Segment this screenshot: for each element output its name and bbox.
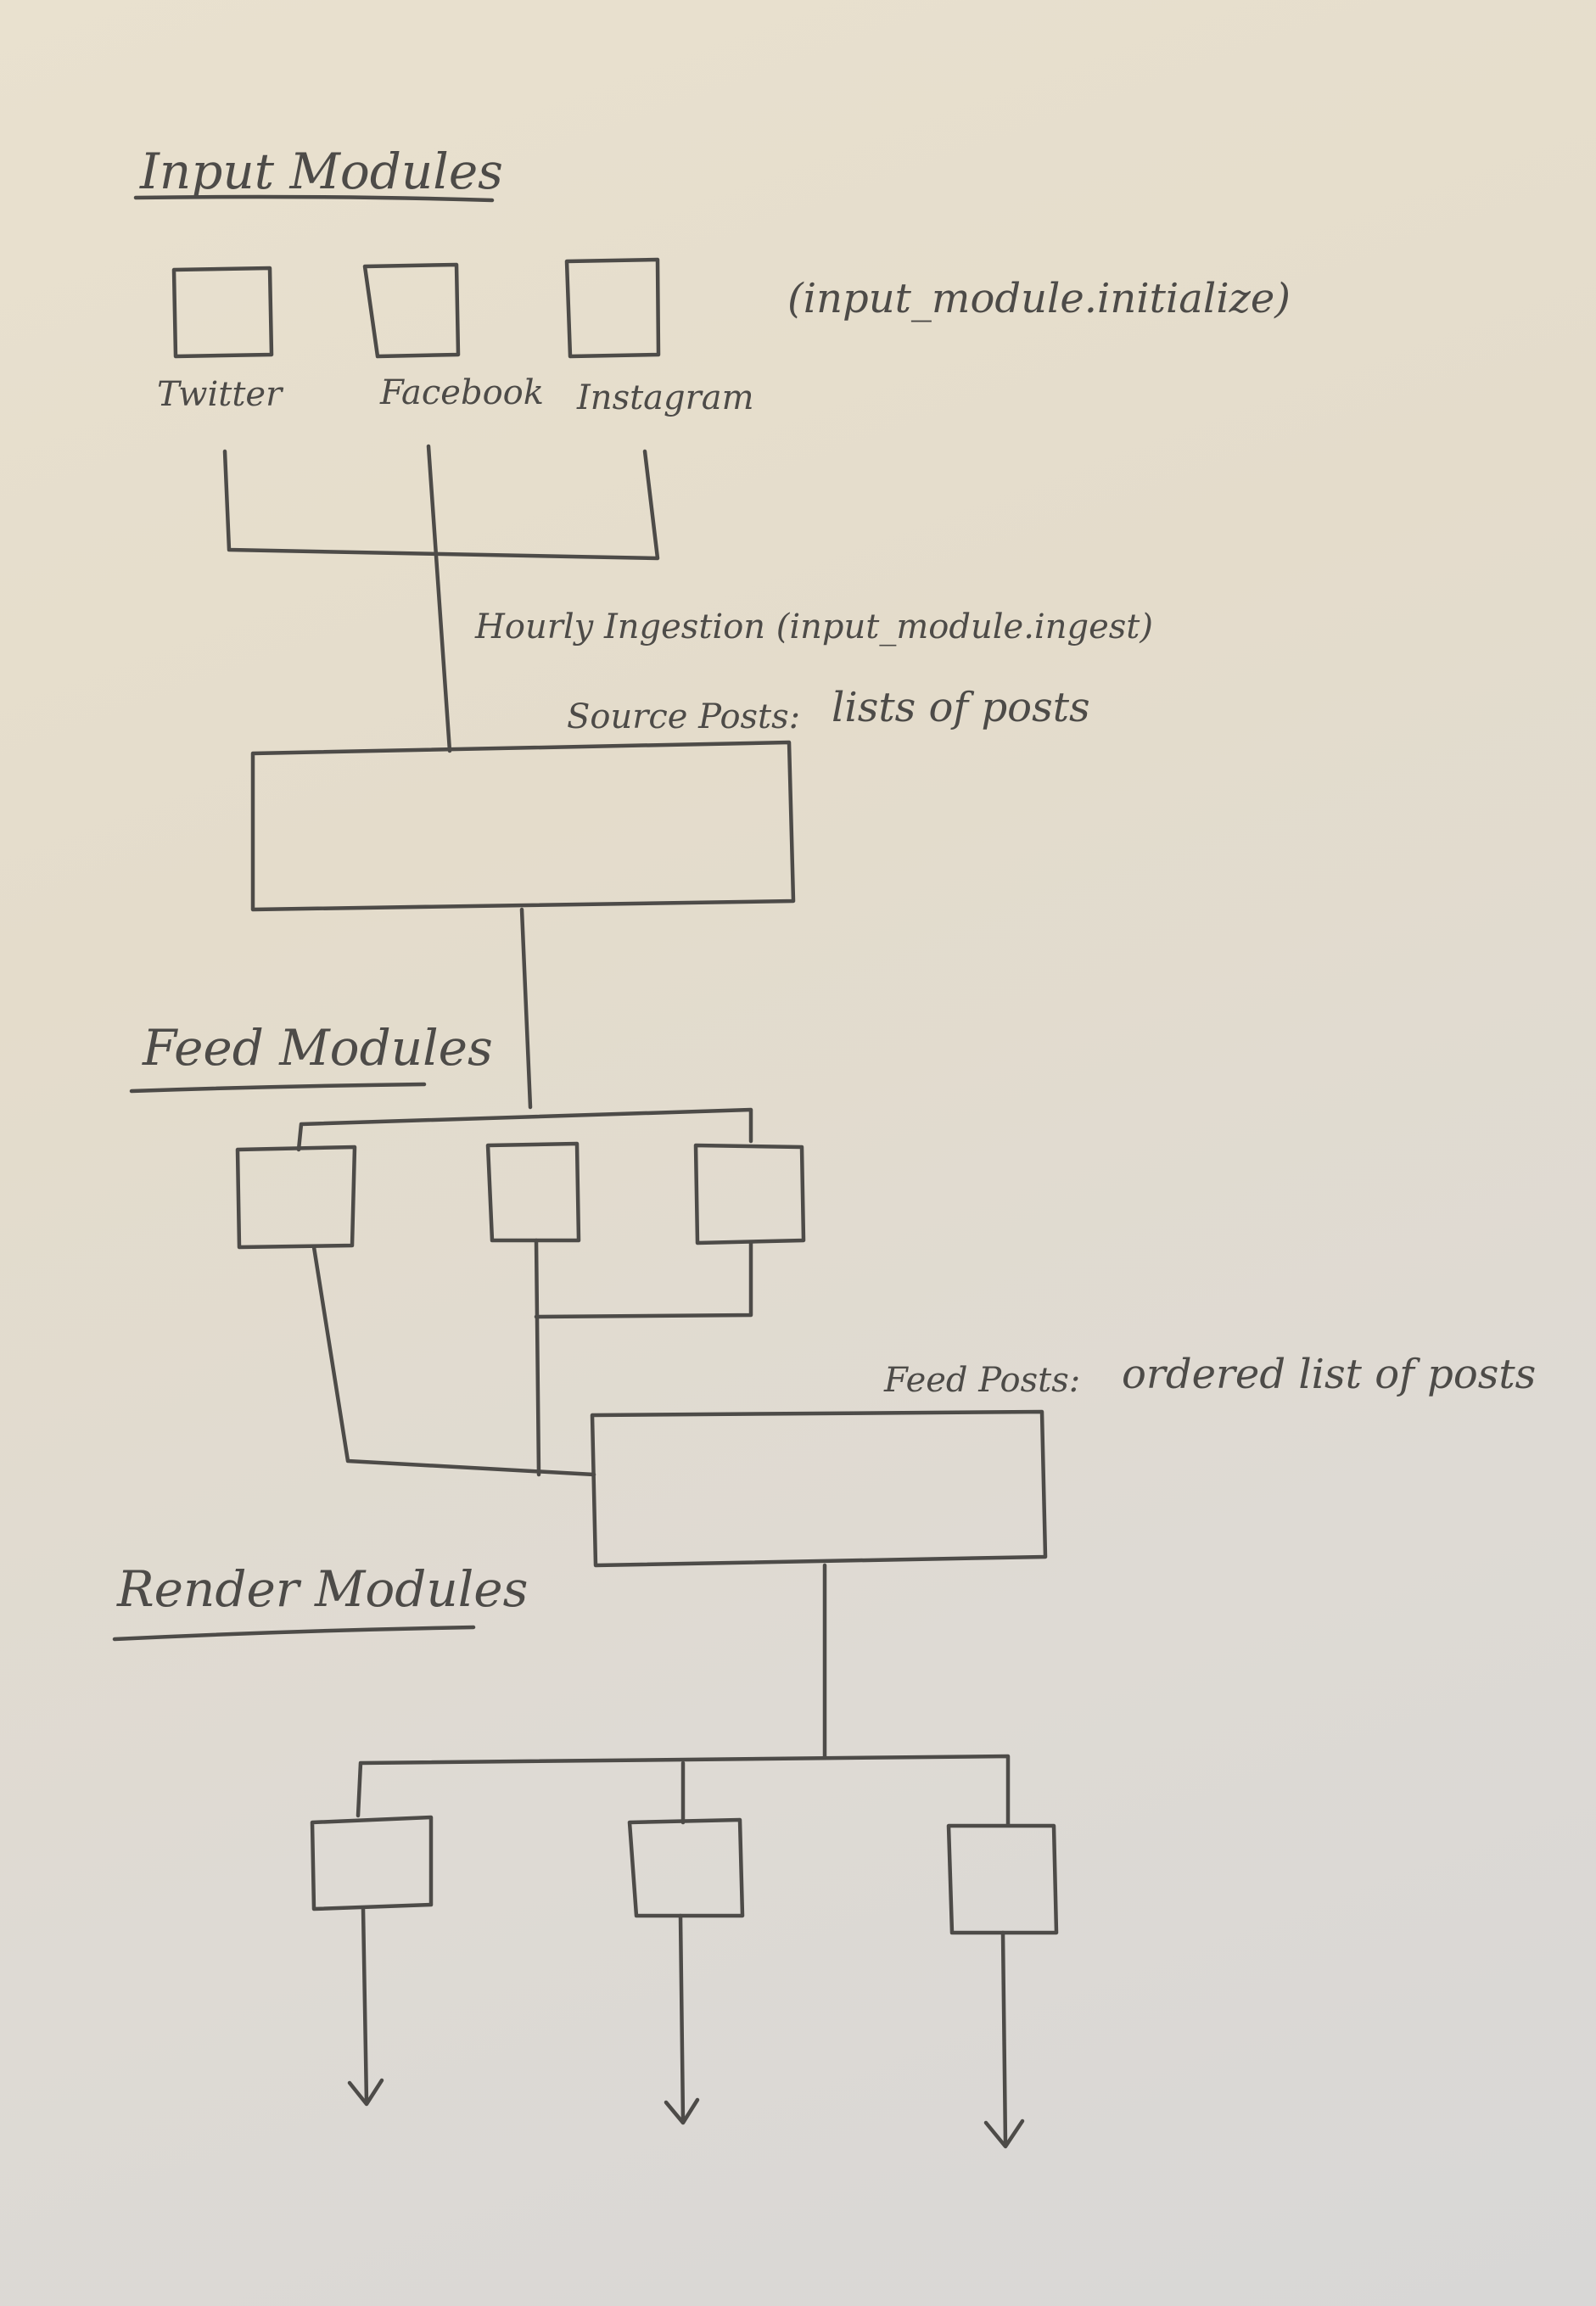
feed-posts-box [590, 1409, 1048, 1568]
facebook-label: Facebook [379, 373, 544, 412]
render-output-arrowhead-1 [347, 2078, 384, 2107]
render-module-box-2 [627, 1817, 745, 1918]
source-posts-desc: lists of posts [832, 684, 1090, 731]
facebook-module-box [362, 262, 461, 359]
feed-module-box-2 [485, 1141, 581, 1243]
render-modules-underline [112, 1625, 476, 1642]
render-distribution-bar [356, 1754, 1011, 1827]
source-to-feed-line [519, 907, 533, 1110]
render-output-arrowhead-2 [664, 2097, 700, 2125]
render-module-box-3 [946, 1823, 1059, 1935]
twitter-module-box [171, 266, 274, 359]
source-posts-box [250, 740, 796, 912]
render-output-arrow-1 [361, 1906, 369, 2105]
render-output-arrow-2 [678, 1913, 686, 2124]
feed-modules-underline [129, 1082, 427, 1094]
feed-posts-desc: ordered list of posts [1122, 1351, 1536, 1398]
feed-modules-heading: Feed Modules [142, 1019, 493, 1077]
feed-module-1-output [311, 1245, 596, 1477]
initialize-note: (input_module.initialize) [787, 275, 1291, 322]
input-modules-underline [133, 194, 495, 203]
render-output-arrowhead-3 [983, 2118, 1025, 2149]
twitter-label: Twitter [157, 375, 284, 414]
source-posts-prefix: Source Posts: [567, 697, 800, 736]
instagram-label: Instagram [576, 378, 754, 417]
feed-module-3-return [534, 1240, 753, 1319]
feed-module-box-1 [235, 1145, 357, 1250]
instagram-module-box [564, 257, 661, 359]
feed-module-2-output [534, 1238, 541, 1477]
render-output-arrow-3 [1000, 1930, 1008, 2147]
render-modules-heading: Render Modules [116, 1560, 528, 1618]
input-modules-heading: Input Modules [139, 143, 503, 200]
input-merge-bracket [222, 449, 660, 561]
render-module-box-1 [310, 1815, 434, 1911]
ingestion-label: Hourly Ingestion (input_module.ingest) [474, 607, 1153, 646]
feed-distribution-bar [296, 1107, 753, 1152]
feed-posts-prefix: Feed Posts: [883, 1361, 1080, 1400]
feed-module-box-3 [693, 1143, 806, 1245]
ingestion-line [426, 444, 452, 753]
